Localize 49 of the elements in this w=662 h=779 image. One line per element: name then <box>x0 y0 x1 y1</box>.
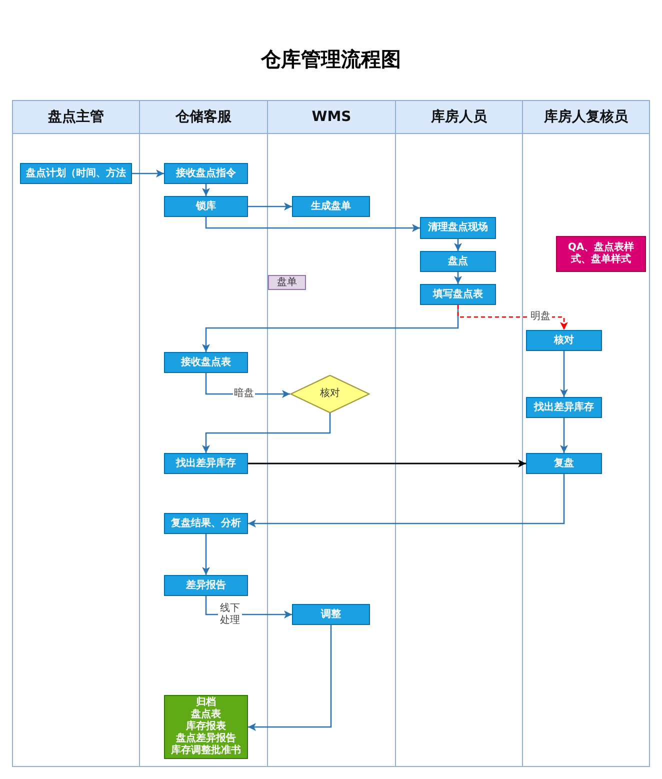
process-box: 复盘结果、分析 <box>164 513 248 534</box>
process-box: 清理盘点现场 <box>420 217 496 239</box>
swimlane <box>395 100 523 767</box>
process-box: 填写盘点表 <box>420 284 496 305</box>
process-box: 核对 <box>526 330 602 351</box>
process-box: 盘点 <box>420 251 496 272</box>
decision-diamond: 核对 <box>290 375 370 413</box>
arrow <box>248 460 526 468</box>
lane-header: 库房人员 <box>396 101 522 134</box>
process-box: 调整 <box>292 604 370 625</box>
process-box: 找出差异库存 <box>164 453 248 474</box>
archive-box: 归档 盘点表 库存报表 盘点差异报告 库存调整批准书 <box>164 695 248 759</box>
arrow <box>248 474 565 528</box>
process-box: 接收盘点指令 <box>164 163 248 184</box>
diagram-title: 仓库管理流程图 <box>260 46 402 72</box>
process-box: 盘点计划（时间、方法 <box>20 163 132 184</box>
arrow <box>560 418 568 453</box>
lane-header: 库房人复核员 <box>523 101 649 134</box>
arrow <box>202 534 210 575</box>
data-box: 盘单 <box>268 275 306 290</box>
arrow <box>454 272 462 284</box>
arrow <box>202 413 331 453</box>
swimlane <box>139 100 268 767</box>
process-box: 生成盘单 <box>292 196 370 217</box>
arrow <box>205 373 290 398</box>
process-box: 找出差异库存 <box>526 397 602 418</box>
lane-header: WMS <box>268 101 395 134</box>
process-box: 复盘 <box>526 453 602 474</box>
note-box: QA、盘点表样式、盘单样式 <box>556 236 646 272</box>
arrow <box>205 596 292 618</box>
swimlane <box>12 100 140 767</box>
edge-label: 暗盘 <box>232 388 255 400</box>
arrow <box>560 351 568 397</box>
edge-label: 线下处理 <box>218 602 242 626</box>
arrow <box>248 202 292 210</box>
lane-header: 仓储客服 <box>140 101 267 134</box>
process-box: 锁库 <box>164 196 248 217</box>
arrow <box>132 170 164 178</box>
swimlane <box>522 100 650 767</box>
arrow <box>202 184 210 196</box>
arrow <box>457 305 568 330</box>
process-box: 差异报告 <box>164 575 248 596</box>
swimlane <box>267 100 396 767</box>
arrow <box>205 217 420 232</box>
process-box: 接收盘点表 <box>164 352 248 373</box>
edge-label: 明盘 <box>530 311 552 323</box>
lane-header: 盘点主管 <box>13 101 139 134</box>
arrow <box>248 625 332 731</box>
arrow <box>454 239 462 251</box>
